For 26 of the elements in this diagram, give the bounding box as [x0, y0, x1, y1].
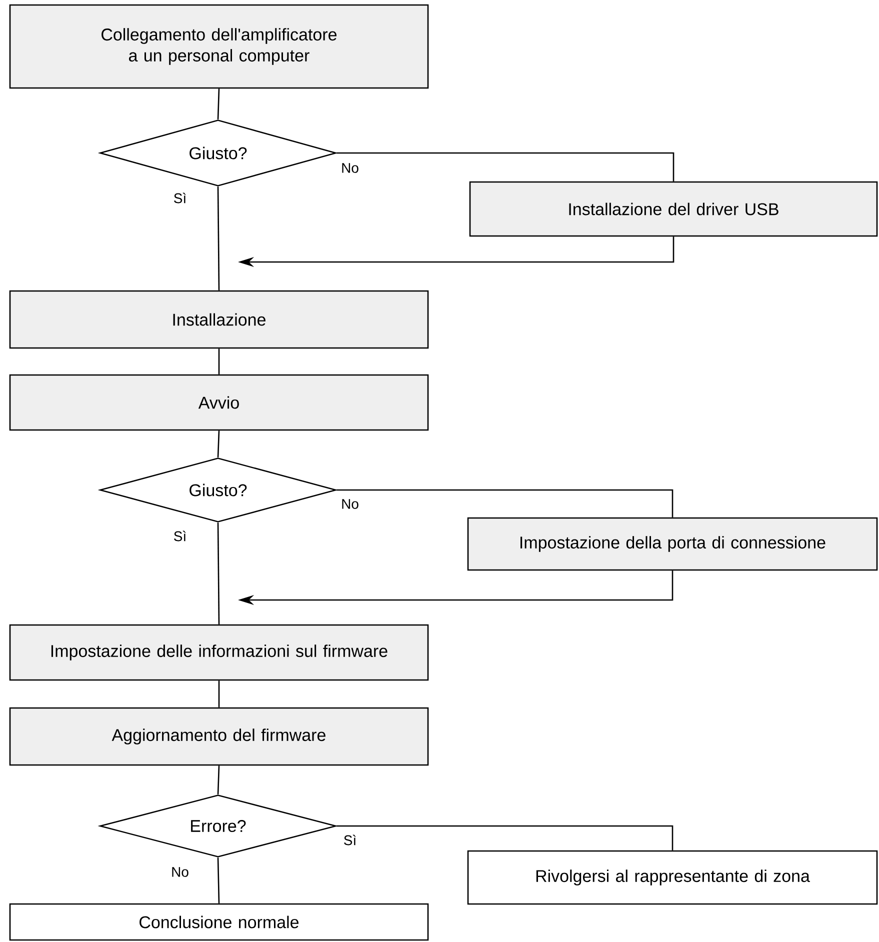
process-box: Collegamento dell'amplificatore a un personal computer	[9, 4, 429, 89]
connector	[336, 825, 674, 850]
connector	[217, 766, 220, 794]
process-box: Impostazione delle informazioni sul firmware	[9, 624, 429, 681]
edge-label: Sì	[342, 834, 358, 846]
process-box: Conclusione normale	[9, 903, 429, 941]
connector	[217, 522, 220, 624]
connector	[218, 348, 220, 374]
process-box: Impostazione della porta di connessione	[467, 517, 878, 571]
edge-label: No	[340, 162, 360, 174]
connector	[217, 858, 220, 904]
connector	[217, 430, 220, 458]
process-box: Installazione	[9, 290, 429, 349]
process-box: Rivolgersi al rappresentante di zona	[467, 850, 878, 905]
process-box: Installazione del driver USB	[469, 181, 878, 237]
connector	[217, 186, 220, 290]
edge-label: Sì	[172, 192, 188, 204]
connector	[218, 680, 220, 708]
edge-label: No	[170, 866, 190, 878]
edge-label: Sì	[172, 530, 188, 542]
process-box: Aggiornamento del firmware	[9, 707, 429, 766]
connector	[336, 489, 674, 518]
connector	[217, 88, 220, 120]
process-box: Avvio	[9, 374, 429, 431]
edge-label: No	[340, 498, 360, 510]
connector	[336, 152, 674, 182]
